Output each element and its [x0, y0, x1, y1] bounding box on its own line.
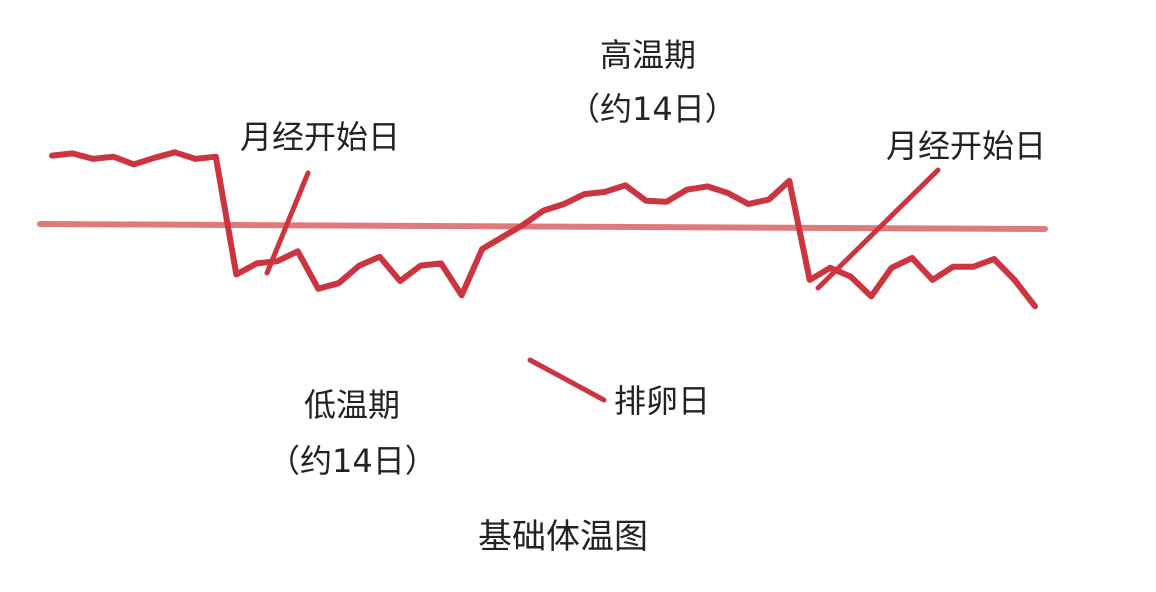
pointer-menstruation-start-1: [264, 170, 311, 276]
label-low-temp-phase: 低温期: [304, 386, 400, 424]
label-ovulation-day: 排卵日: [614, 382, 710, 420]
pointer-ovulation-day: [527, 357, 607, 403]
pointer-menstruation-start-2: [815, 167, 941, 291]
label-high-temp-phase: 高温期: [600, 36, 696, 74]
label-low-temp-duration: （约14日）: [268, 442, 437, 480]
label-menstruation-start-2: 月经开始日: [886, 127, 1046, 165]
temperature-line: [49, 149, 1038, 310]
label-menstruation-start-1: 月经开始日: [240, 118, 400, 156]
diagram-title: 基础体温图: [478, 517, 648, 557]
label-high-temp-duration: （约14日）: [568, 90, 737, 128]
baseline-line: [37, 221, 1048, 232]
